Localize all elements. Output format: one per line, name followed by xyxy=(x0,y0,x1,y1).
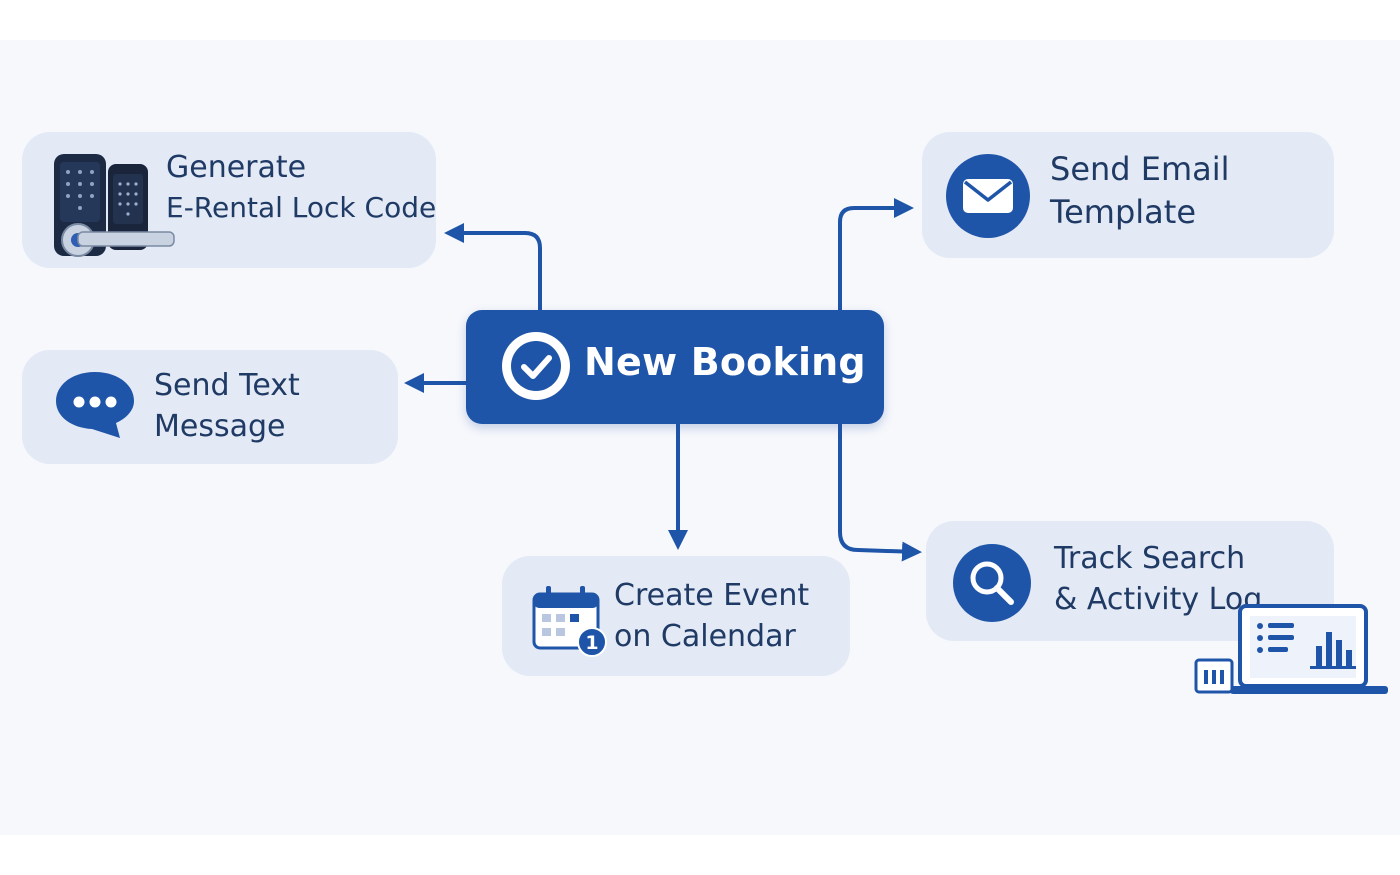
node-calendar-label: Create Event on Calendar xyxy=(614,578,810,654)
new-booking-node: New Booking xyxy=(466,310,884,424)
chat-bubble-icon xyxy=(56,372,134,438)
top-band xyxy=(0,0,1400,40)
dashboard-laptop-icon xyxy=(1194,604,1388,694)
arrow-to-lock xyxy=(444,223,542,310)
calendar-badge: 1 xyxy=(585,632,598,654)
bottom-band xyxy=(0,835,1400,875)
node-calendar-event: 1 Create Event on Calendar xyxy=(502,556,850,676)
arrow-to-email xyxy=(838,198,914,310)
smart-lock-icon xyxy=(54,154,175,257)
node-lock-label: Generate E-Rental Lock Code xyxy=(166,150,437,224)
calendar-icon: 1 xyxy=(532,586,607,657)
arrow-to-track xyxy=(838,424,922,562)
node-lock-code: Generate E-Rental Lock Code xyxy=(22,132,436,268)
new-booking-label: New Booking xyxy=(584,340,866,384)
search-icon xyxy=(953,544,1031,622)
node-text-label: Send Text Message xyxy=(154,368,300,444)
envelope-icon xyxy=(946,154,1030,238)
node-track-label: Track Search & Activity Log xyxy=(1054,541,1263,617)
node-text-message: Send Text Message xyxy=(22,350,398,464)
node-email-label: Send Email Template xyxy=(1050,150,1230,232)
check-circle-icon xyxy=(502,332,570,400)
node-email-template: Send Email Template xyxy=(922,132,1334,258)
